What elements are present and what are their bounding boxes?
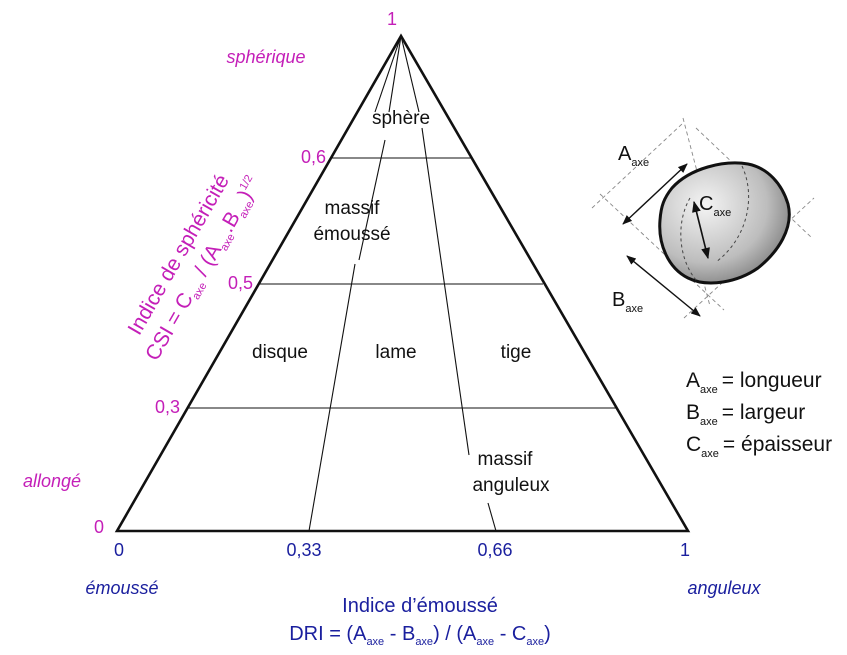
ternary-triangle: [114, 33, 691, 533]
boundary-apex-left: [374, 35, 402, 113]
boundary-apex-right: [400, 35, 420, 113]
x-axis-title-line1: Indice d’émoussé: [342, 595, 498, 617]
boundary-right-long: [421, 127, 470, 456]
y-axis: 1 0,6 0,5 0,3 0 sphérique allongé: [23, 9, 397, 537]
b-axis-arrow: [626, 255, 701, 317]
a-axis-arrow: [622, 163, 688, 225]
region-disque: disque: [252, 342, 308, 363]
legend-c: Caxe= épaisseur: [686, 433, 832, 460]
y-tick-1: 1: [387, 9, 397, 29]
y-axis-title: Indice de sphéricité CSI = Caxe / (Aaxe.…: [124, 171, 258, 365]
region-massif-emousse-1: massif: [325, 198, 381, 219]
grain-illustration: Aaxe Caxe Baxe: [591, 117, 815, 319]
grain-c-label: Caxe: [699, 193, 731, 219]
region-massif-anguleux-1: massif: [478, 449, 534, 470]
region-sphere: sphère: [372, 108, 430, 129]
y-label-spherique: sphérique: [226, 47, 305, 67]
legend-a: Aaxe= longueur: [686, 369, 822, 396]
y-tick-0: 0: [94, 517, 104, 537]
x-tick-0-66: 0,66: [477, 540, 512, 560]
region-lame: lame: [375, 342, 416, 363]
boundary-right-short: [487, 502, 497, 532]
legend-b: Baxe= largeur: [686, 401, 805, 428]
x-tick-0: 0: [114, 540, 124, 560]
region-labels: sphère massif émoussé disque lame tige m…: [252, 108, 550, 496]
region-massif-emousse-2: émoussé: [313, 224, 390, 245]
x-axis: 0 0,33 0,66 1 émoussé anguleux Indice d’…: [85, 540, 761, 648]
grain-body: [658, 161, 791, 285]
boundary-apex-mid: [388, 35, 402, 113]
region-tige: tige: [501, 342, 532, 363]
x-label-anguleux: anguleux: [687, 578, 761, 598]
x-axis-title-line2: DRI = (Aaxe - Baxe) / (Aaxe - Caxe): [289, 623, 551, 648]
boundary-left-lower: [358, 139, 386, 261]
x-label-emousse: émoussé: [85, 578, 158, 598]
grain-a-label: Aaxe: [618, 143, 649, 169]
boundary-left-long: [308, 263, 356, 532]
x-tick-0-33: 0,33: [286, 540, 321, 560]
axis-legend: Aaxe= longueur Baxe= largeur Caxe= épais…: [686, 369, 832, 460]
x-tick-1: 1: [680, 540, 690, 560]
y-tick-0-5: 0,5: [228, 273, 253, 293]
c-axis-arrow: [692, 200, 710, 260]
y-tick-0-3: 0,3: [155, 397, 180, 417]
y-tick-0-6: 0,6: [301, 147, 326, 167]
grain-b-label: Baxe: [612, 289, 643, 315]
y-label-allonge: allongé: [23, 471, 81, 491]
region-massif-anguleux-2: anguleux: [472, 475, 550, 496]
